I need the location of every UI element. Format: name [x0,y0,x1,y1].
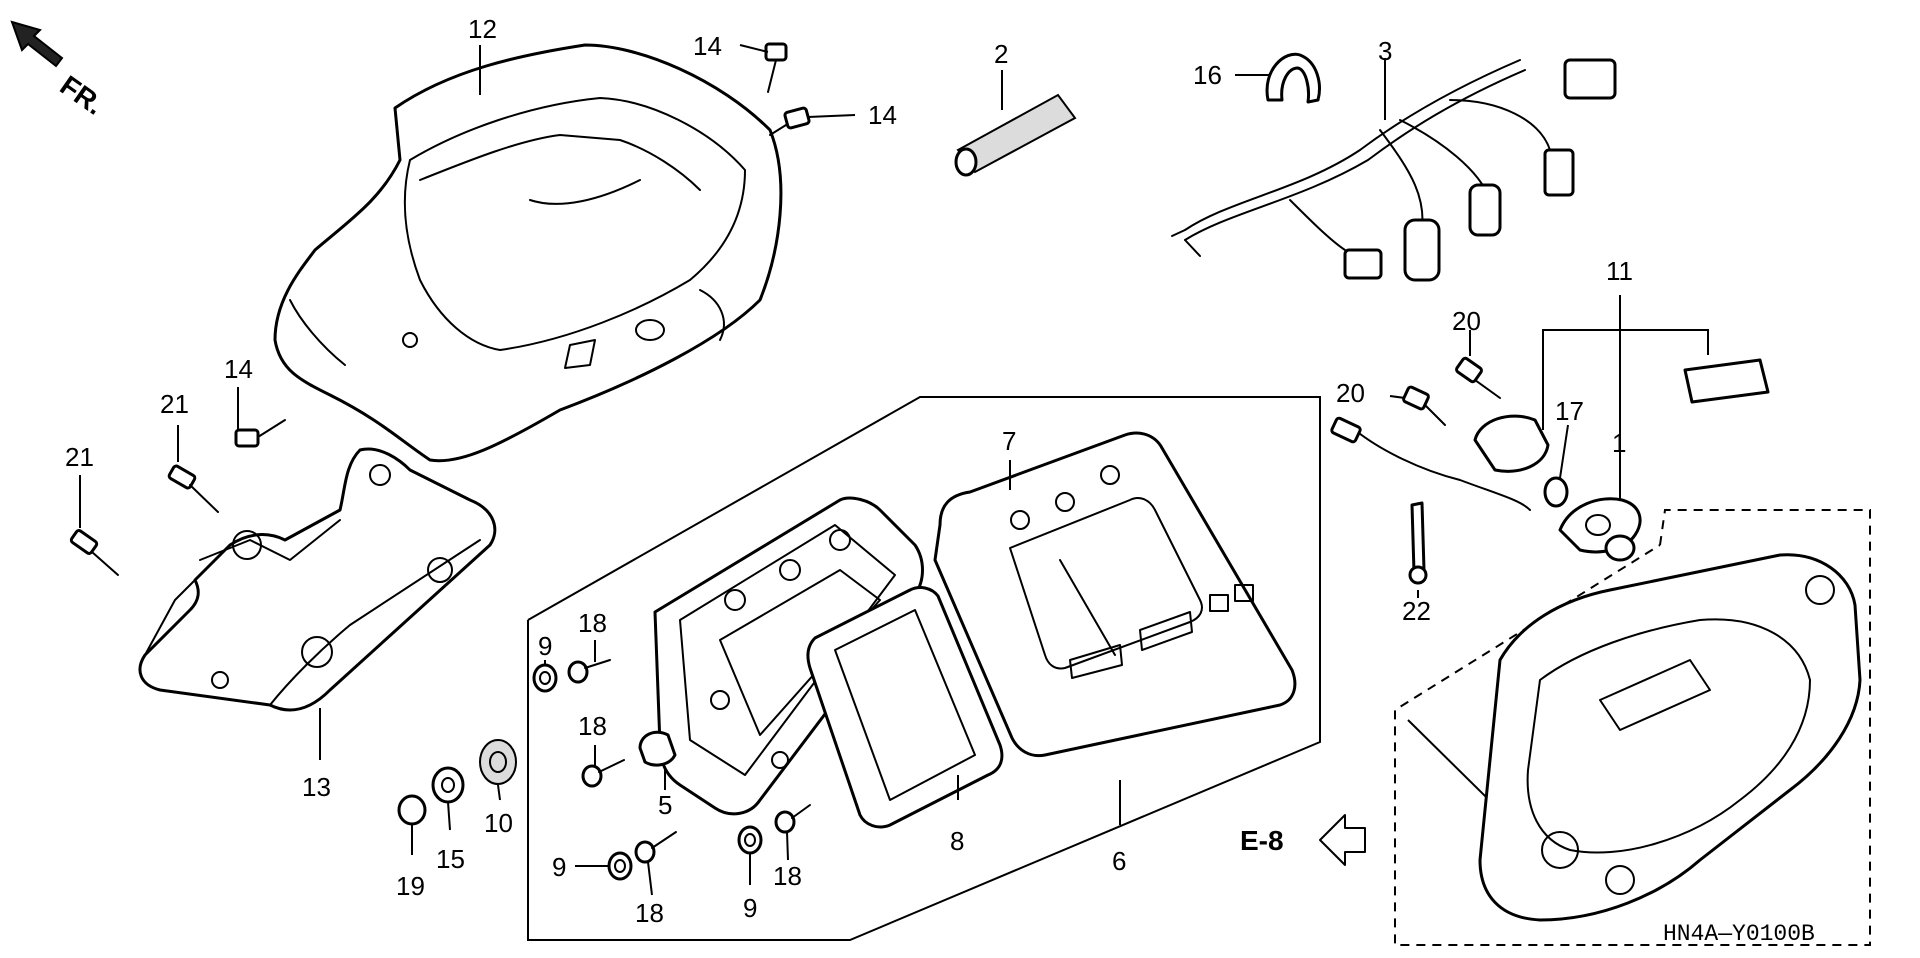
callout-3: 3 [1378,36,1392,66]
leader-lines [79,44,1621,896]
screw-part-18b [581,759,625,788]
callout-1: 1 [1612,428,1626,458]
callout-19: 19 [396,871,425,901]
o-ring-part-17 [1543,476,1569,508]
meter-assembly-group-6 [527,396,1321,941]
tube-part-2 [954,93,1077,177]
strap-part-22 [1408,501,1428,585]
clip-part-5 [638,730,677,767]
grommet-part-9c [737,825,763,855]
callout-14c: 14 [224,354,253,384]
callout-15: 15 [436,844,465,874]
callout-22: 22 [1402,596,1431,626]
speed-sensor-part-11 [1330,414,1550,511]
screw-part-18d [774,804,811,834]
bulb-part-19 [397,794,427,826]
bolt-part-20a [1455,356,1501,399]
callout-21a: 21 [160,389,189,419]
bolt-part-14b [769,106,811,136]
callout-9c: 9 [743,893,757,923]
grommet-part-9a [532,663,558,693]
callout-18c: 18 [635,898,664,928]
callout-14b: 14 [868,100,897,130]
reference-label-e8: E-8 [1240,825,1284,856]
callout-20a: 20 [1452,306,1481,336]
figure-code: HN4A—Y0100B [1663,921,1815,947]
reference-cover-group [1394,509,1871,946]
callout-21b: 21 [65,442,94,472]
callout-9a: 9 [538,631,552,661]
callout-10: 10 [484,808,513,838]
screw-part-18a [567,659,611,684]
callout-13: 13 [302,772,331,802]
grommet-part-9b [607,851,633,881]
bolt-part-21b [69,529,119,576]
socket-part-15 [431,766,465,804]
meter-stay-part-13 [138,447,497,712]
bolt-part-14a [764,42,788,93]
callout-labels: 12 14 14 2 16 3 11 20 20 17 1 22 7 8 6 1… [65,14,1633,928]
holder-part-1 [1558,497,1642,562]
callout-5: 5 [658,790,672,820]
sensor-assembly-bracket-11 [1542,329,1770,430]
callout-18d: 18 [773,861,802,891]
callout-8: 8 [950,826,964,856]
callout-9b: 9 [552,852,566,882]
clamp-part-16 [1265,52,1321,104]
callout-11: 11 [1606,256,1633,286]
callout-20b: 20 [1336,378,1365,408]
callout-12: 12 [468,14,497,44]
reference-arrow-e8: E-8 [1240,814,1366,866]
callout-6: 6 [1112,846,1126,876]
callout-7: 7 [1002,426,1016,456]
bolt-part-14c [234,419,286,448]
meter-visor-part-12 [273,43,783,463]
callout-16: 16 [1193,60,1222,90]
wire-harness-part-3 [1171,58,1617,282]
callout-14a: 14 [693,31,722,61]
screw-part-18c [634,831,677,864]
callout-18b: 18 [578,711,607,741]
callout-17: 17 [1555,396,1584,426]
front-direction-arrow: FR. [10,20,110,121]
callout-2: 2 [994,39,1008,69]
front-direction-label: FR. [55,70,110,121]
bolt-part-20b [1402,385,1446,426]
meter-lens-part-7 [933,431,1297,758]
callout-18a: 18 [578,608,607,638]
gasket-part-8 [806,586,1004,829]
bolt-part-21a [167,464,219,513]
grommet-part-10 [479,739,517,785]
